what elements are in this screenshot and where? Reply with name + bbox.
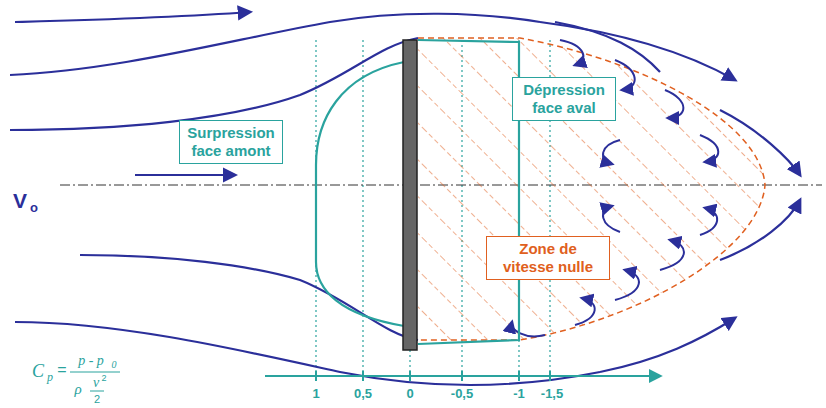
axis-number: -1 (513, 387, 525, 400)
box-text: Surpression face amont (186, 124, 276, 160)
box-text: Dépression face aval (519, 81, 609, 117)
velocity-subscript: o (30, 201, 38, 214)
axis-number: -0,5 (451, 387, 473, 400)
formula-symbol: C (32, 362, 44, 380)
axis-number: 1 (312, 387, 319, 400)
formula-subscript: p (47, 371, 53, 383)
fraction-bar (90, 391, 104, 392)
formula-symbol: v (93, 376, 99, 390)
wake-boundary (418, 38, 765, 340)
box-text: Zone de vitesse nulle (493, 240, 603, 276)
callout-box: Dépression face aval (512, 77, 616, 121)
wake-hatching (418, 30, 778, 350)
surpression-curve (316, 62, 404, 326)
formula-symbol: = (57, 362, 66, 378)
axis-number: 0,5 (354, 387, 372, 400)
axis-number: 0 (406, 387, 413, 400)
axis-ticks (316, 371, 550, 381)
velocity-symbol: V (13, 190, 27, 211)
callout-box: Zone de vitesse nulle (486, 236, 610, 280)
axis-number: -1,5 (541, 387, 563, 400)
formula-subscript: 0 (112, 360, 117, 370)
depression-curve (418, 40, 519, 344)
formula-denominator: 2 (94, 394, 100, 405)
fraction-bar (70, 371, 120, 372)
streamlines (10, 12, 800, 385)
flat-plate (403, 40, 417, 350)
eddies (512, 40, 718, 336)
formula-exponent: 2 (101, 374, 106, 383)
formula-symbol: ρ (74, 382, 81, 397)
formula-numerator: p - p (78, 354, 104, 368)
callout-box: Surpression face amont (179, 120, 283, 164)
